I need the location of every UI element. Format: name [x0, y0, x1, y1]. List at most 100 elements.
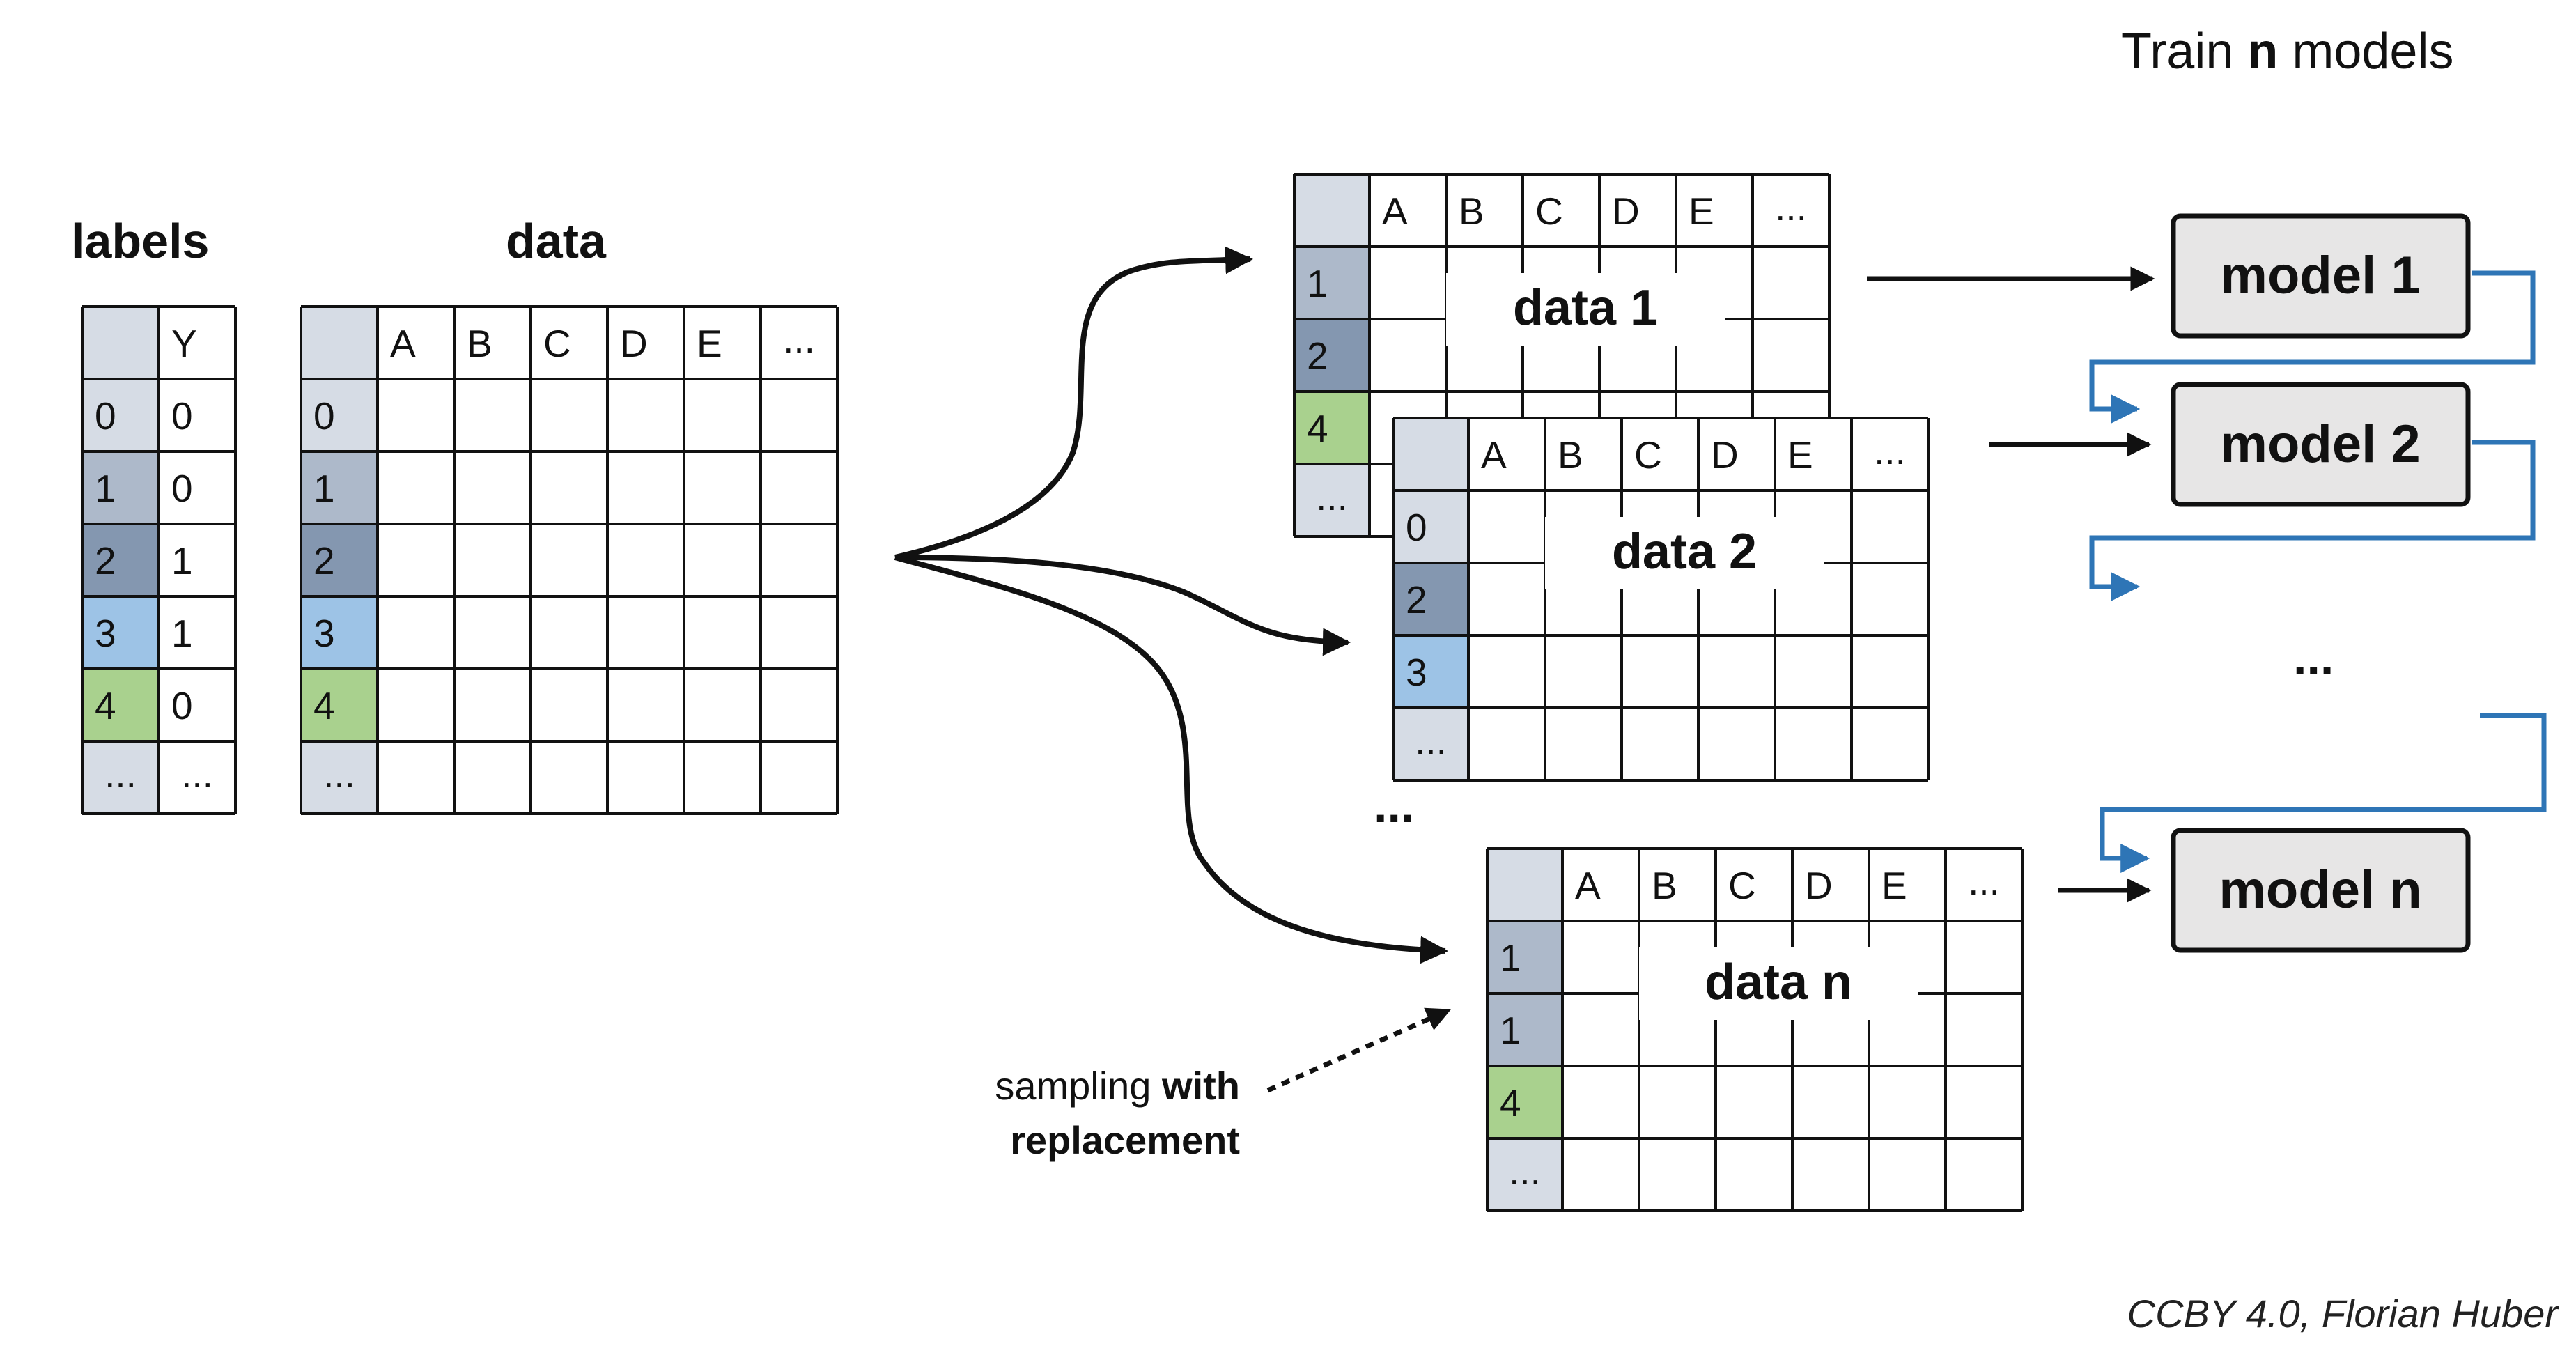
row-index-cell	[1294, 464, 1370, 536]
row-index-cell	[1294, 392, 1370, 464]
column-header: D	[620, 322, 648, 365]
column-header: A	[390, 322, 416, 365]
row-index-cell	[82, 451, 159, 524]
column-header: E	[1689, 189, 1714, 233]
bootstrap-set-label: data 2	[1612, 524, 1757, 580]
chain-arrow-model-2-onward	[2089, 440, 2536, 601]
row-index-cell	[82, 596, 159, 669]
column-header: D	[1711, 433, 1739, 477]
label-value: 1	[171, 539, 193, 582]
row-index: 0	[1406, 506, 1427, 549]
data-heading: data	[506, 214, 607, 268]
train-n-models-title: Train n models	[2121, 24, 2453, 79]
column-header: E	[1881, 864, 1907, 907]
row-index-cell	[301, 451, 378, 524]
models-ellipsis: ...	[2293, 630, 2334, 685]
column-header: A	[1481, 433, 1507, 477]
row-index: ...	[1415, 719, 1447, 762]
row-index: 4	[1500, 1081, 1521, 1124]
column-header: C	[1535, 189, 1563, 233]
column-header: C	[1728, 864, 1756, 907]
sampling-note-arrow	[1266, 1007, 1452, 1093]
row-index-cell	[1393, 635, 1468, 708]
column-header: ...	[1968, 860, 2000, 903]
row-index: 3	[95, 612, 116, 655]
credit: CCBY 4.0, Florian Huber	[2127, 1292, 2560, 1336]
row-index: 4	[95, 684, 116, 727]
bootstrap-set-label: data 1	[1513, 280, 1658, 336]
row-index: 2	[313, 539, 335, 582]
sampling-arrow-to-data-1	[894, 246, 1253, 560]
row-index-cell	[1393, 563, 1468, 635]
column-header: B	[1459, 189, 1484, 233]
chain-arrow-model-1-to-2	[2089, 270, 2536, 424]
label-value: 0	[171, 394, 193, 438]
column-header: C	[1634, 433, 1662, 477]
row-index-cell	[1487, 921, 1562, 993]
row-index: 1	[95, 467, 116, 510]
row-index: 3	[1406, 651, 1427, 694]
row-index: 1	[1307, 262, 1328, 305]
row-index-cell	[1294, 319, 1370, 392]
row-index: 4	[1307, 407, 1328, 450]
header-corner-cell	[1487, 849, 1562, 921]
column-header: B	[1558, 433, 1583, 477]
column-header: ...	[1874, 429, 1906, 472]
row-index-cell	[301, 669, 378, 741]
sampling-note-line-1: sampling with	[995, 1064, 1240, 1108]
row-index-cell	[82, 741, 159, 814]
column-header: D	[1612, 189, 1640, 233]
label-value: 0	[171, 684, 193, 727]
row-index-cell	[1393, 490, 1468, 563]
column-header: B	[1652, 864, 1677, 907]
model-2-label: model 2	[2220, 415, 2420, 474]
header-corner-cell	[1393, 418, 1468, 490]
row-index: 0	[95, 394, 116, 438]
row-index-cell	[301, 596, 378, 669]
sampling-arrow-to-data-n	[894, 555, 1448, 964]
model-1-box: model 1	[2171, 213, 2471, 339]
sampling-note-line-2: replacement	[1010, 1118, 1240, 1162]
between-sets-ellipsis: ...	[1374, 778, 1414, 833]
row-index-cell	[82, 524, 159, 596]
row-index: 2	[1307, 334, 1328, 378]
row-index: ...	[1316, 475, 1348, 518]
row-index-cell	[82, 669, 159, 741]
bootstrap-set-label: data n	[1705, 954, 1852, 1010]
row-index: 1	[1500, 936, 1521, 980]
model-n-box: model n	[2171, 828, 2471, 953]
model-n-label: model n	[2219, 860, 2421, 920]
row-index-cell	[1487, 1138, 1562, 1211]
column-header: A	[1382, 189, 1408, 233]
row-index: 0	[313, 394, 335, 438]
row-index-cell	[301, 524, 378, 596]
column-header: ...	[1775, 185, 1807, 229]
row-index-cell	[1487, 993, 1562, 1066]
row-index-cell	[82, 379, 159, 451]
chain-arrow-into-model-n	[2100, 713, 2547, 873]
row-index: ...	[104, 752, 137, 796]
label-value: 0	[171, 467, 193, 510]
row-index-cell	[301, 741, 378, 814]
column-header: E	[1787, 433, 1813, 477]
row-index: ...	[323, 752, 355, 796]
column-header: C	[543, 322, 571, 365]
label-value: ...	[181, 752, 213, 796]
row-index: 1	[313, 467, 335, 510]
row-index: 2	[95, 539, 116, 582]
row-index: 3	[313, 612, 335, 655]
row-index-cell	[1294, 247, 1370, 319]
row-index-cell	[1393, 708, 1468, 780]
sampling-arrow-to-data-2	[894, 555, 1351, 656]
row-index-cell	[301, 379, 378, 451]
model-1-label: model 1	[2220, 246, 2420, 305]
label-value: 1	[171, 612, 193, 655]
column-header: A	[1575, 864, 1601, 907]
column-header: ...	[783, 318, 815, 361]
row-index: 1	[1500, 1009, 1521, 1052]
row-index: ...	[1509, 1150, 1541, 1193]
